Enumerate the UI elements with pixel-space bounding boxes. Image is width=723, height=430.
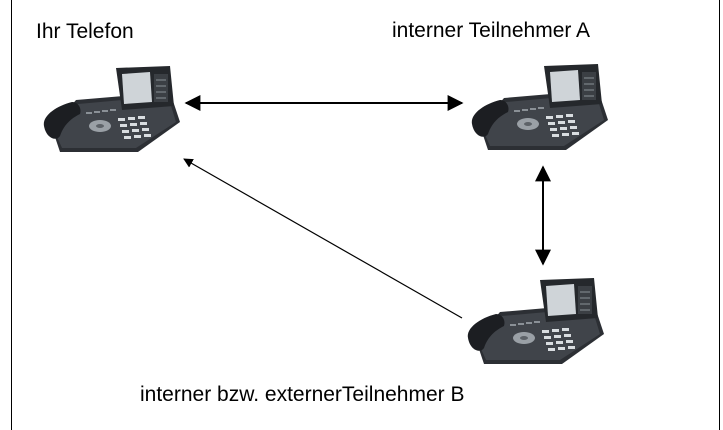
label-participant-b: interner bzw. externerTeilnehmer B [140,383,465,406]
connection-b-you [183,158,463,319]
label-your-phone: Ihr Telefon [36,20,134,43]
phone-icon-your-phone [43,65,181,153]
label-participant-a: interner Teilnehmer A [392,19,591,42]
diagram-frame [11,0,720,430]
phone-icon-participant-b [467,277,605,365]
phone-icon-participant-a [471,63,609,151]
